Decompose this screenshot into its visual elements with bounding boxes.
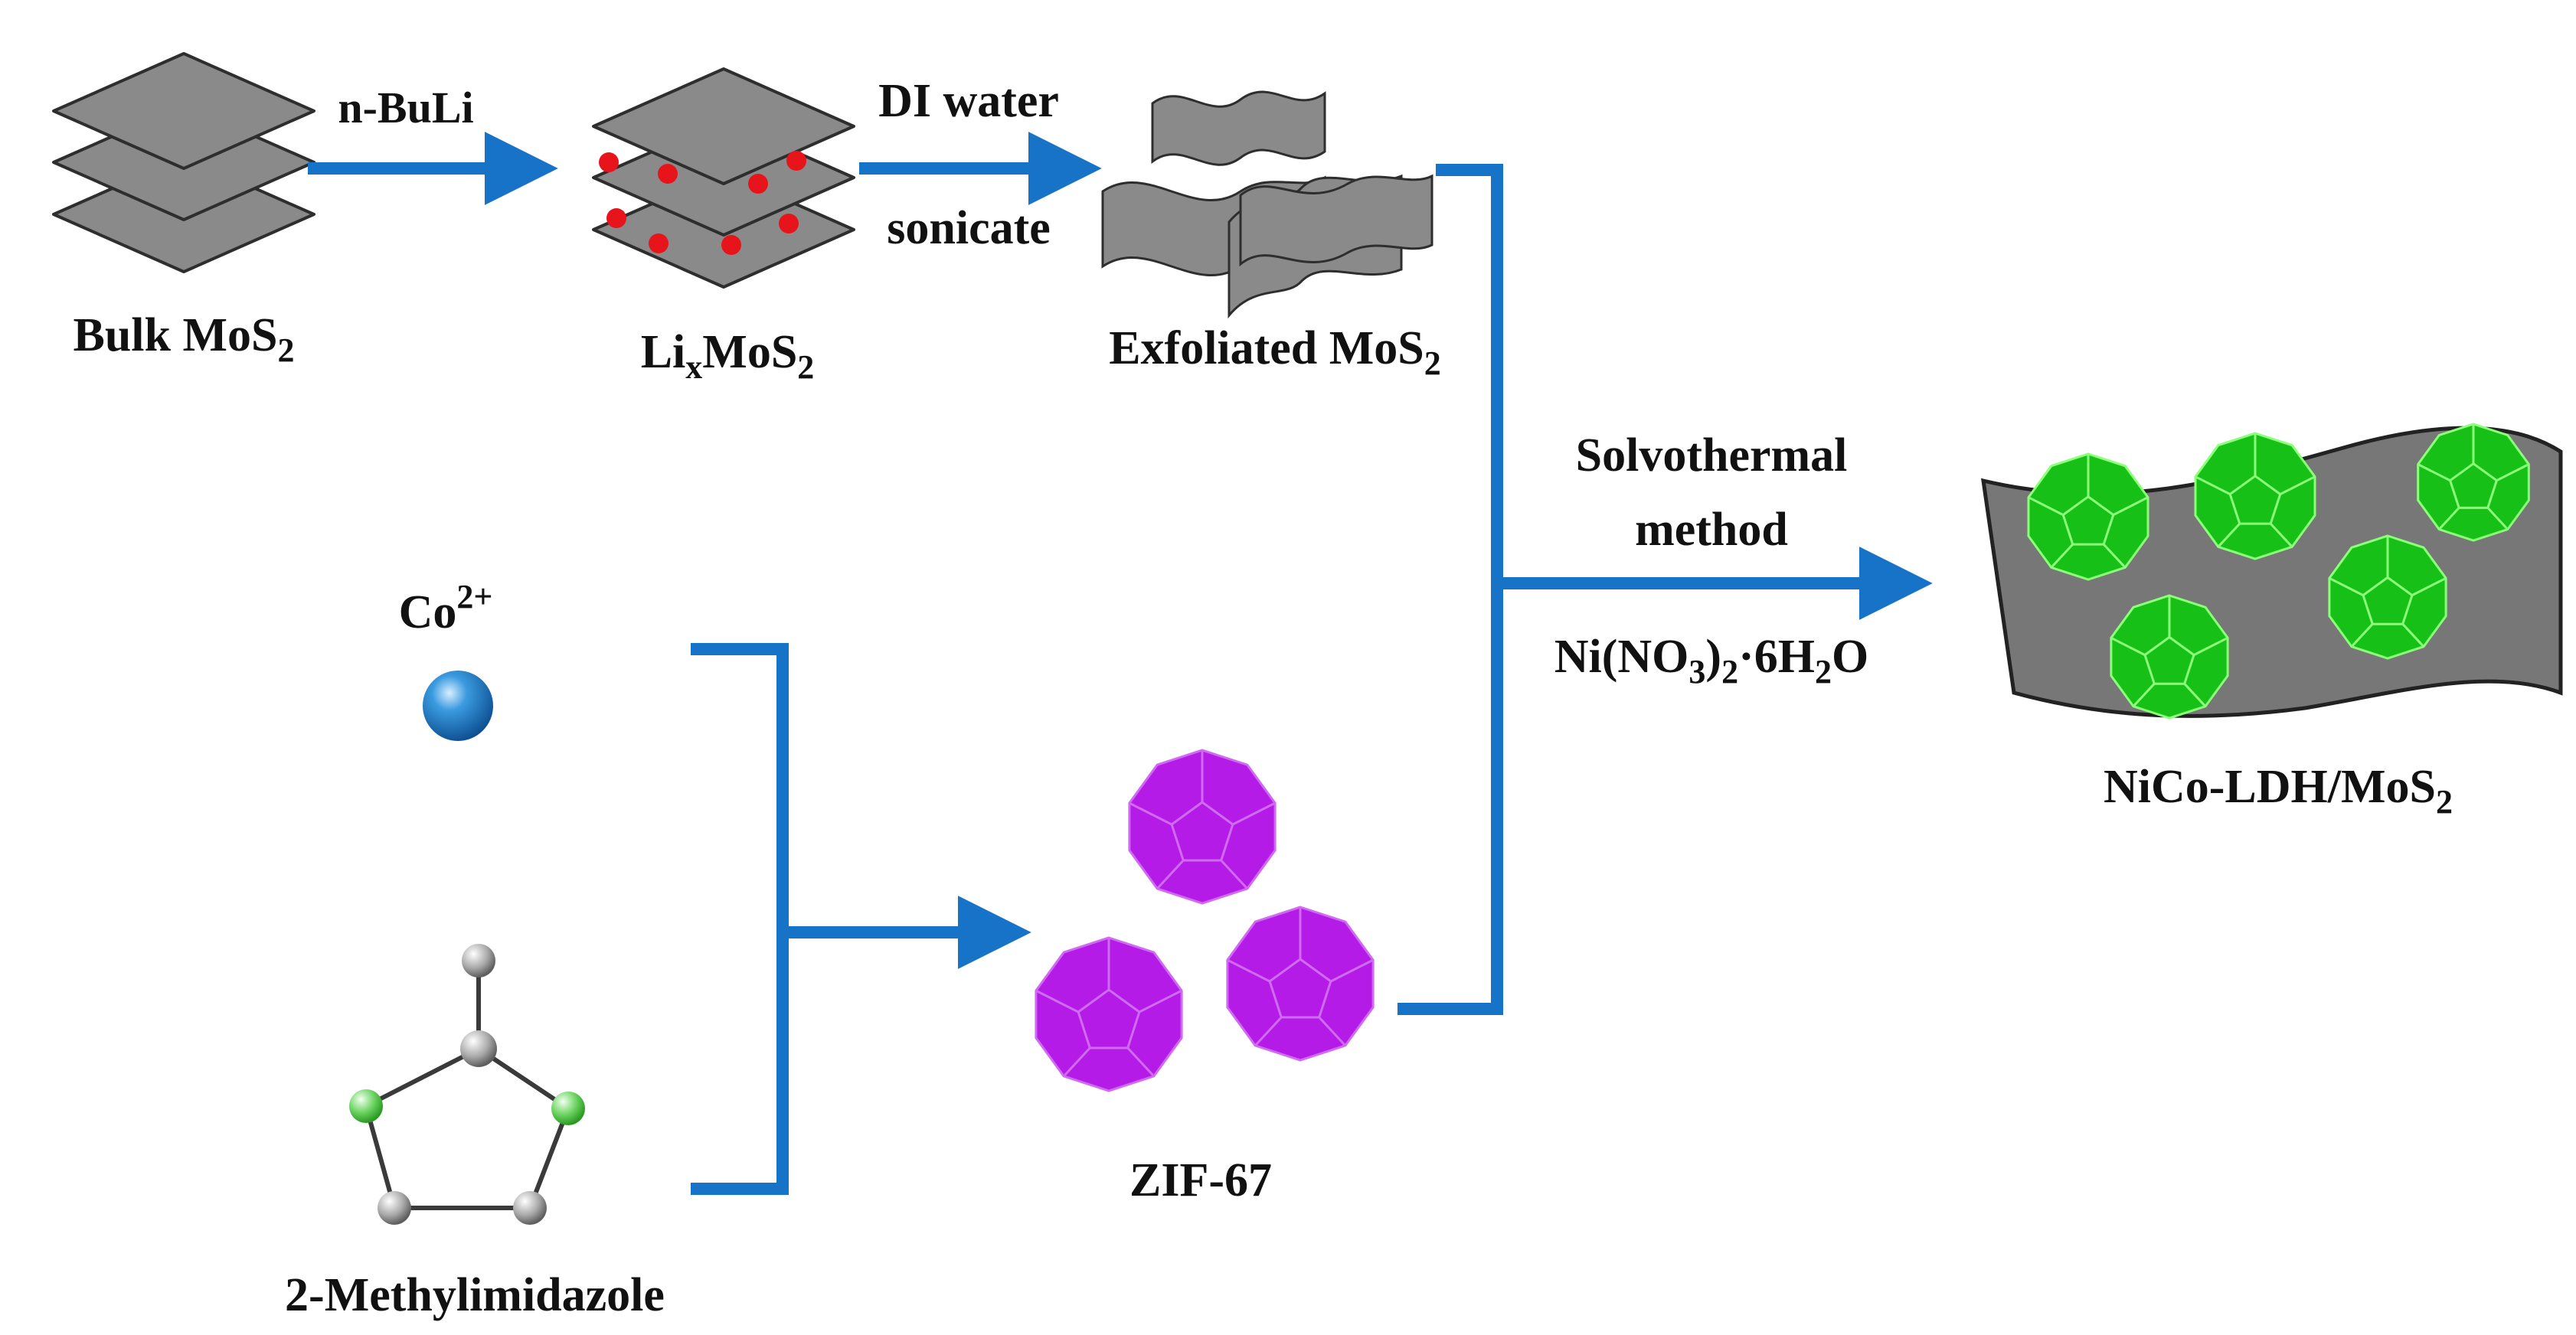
dodecahedron-icon [2110,594,2229,720]
lithium-ion-dot [748,174,768,194]
solvothermal-label: Solvothermal [1576,429,1848,481]
dodecahedron-icon [1226,906,1375,1062]
bulk-mos2-label: Bulk MoS2 [73,309,294,369]
lixmos2-stack [592,67,855,289]
exfoliated-connector [1398,164,1503,1015]
exfoliated-mos2-label: Exfoliated MoS2 [1109,322,1441,382]
lithium-ion-dot [779,214,799,233]
dodecahedron-icon [2417,423,2530,542]
dodecahedron-icon [2027,452,2149,581]
nico-ldh-crystals [2027,423,2530,720]
lithium-ion-dot [599,152,619,172]
di-water-label: DI water [878,75,1059,127]
cobalt-ion-label: Co2+ [399,578,493,638]
zif67-label: ZIF-67 [1129,1154,1272,1206]
dodecahedron-icon [1035,936,1183,1092]
exfoliated-mos2-sheets [1101,90,1433,319]
product-label: NiCo-LDH/MoS2 [2104,761,2453,821]
cobalt-ion-icon [423,671,493,741]
lixmos2-label: LixMoS2 [641,326,815,386]
lithium-ion-dot [786,151,806,171]
imidazole-molecule-icon [349,944,585,1225]
mos2-sheet [52,52,315,170]
bulk-mos2-stack [52,52,315,273]
dodecahedron-icon [2328,534,2447,660]
lithium-ion-dot [721,235,741,255]
nbuli-label: n-BuLi [338,83,473,132]
zif67-crystals [1035,749,1375,1092]
lithium-ion-dot [649,233,669,253]
dodecahedron-icon [1128,749,1277,905]
sonicate-label: sonicate [887,202,1051,254]
nickel-nitrate-label: Ni(NO3)2·6H2O [1554,631,1868,690]
method-label: method [1635,504,1788,556]
precursor-bracket [691,643,789,1195]
methylimidazole-label: 2-Methylimidazole [285,1269,665,1321]
lithium-ion-dot [606,208,626,228]
lithium-ion-dot [658,164,678,184]
dodecahedron-icon [2194,432,2316,560]
